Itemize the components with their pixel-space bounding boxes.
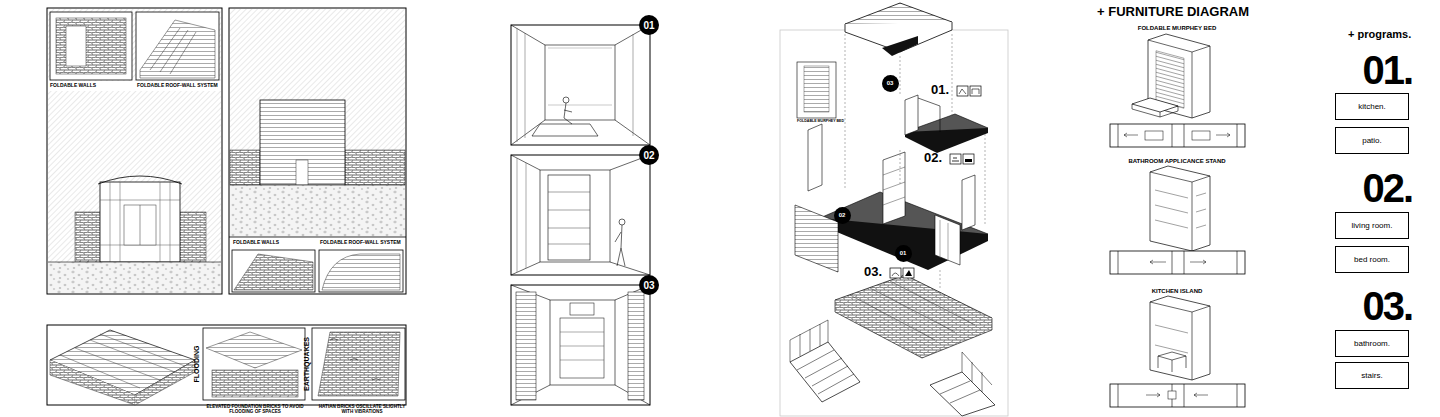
image-caption: FOLDABLE ROOF-WALL SYSTEM [320,240,401,245]
big-number: 02. [1362,168,1412,208]
note-caption: ELEVATED FOUNDATION BRICKS TO AVOID FLOO… [205,405,305,415]
inset-caption: FOLDABLE MURPHEY BED [797,120,844,124]
program-box: patio. [1335,127,1409,154]
image-caption: FOLDABLE WALLS [233,240,279,245]
program-text: stairs. [1361,371,1382,380]
callout-text: 03 [643,280,654,291]
callout-text: 03 [887,80,894,86]
vertical-label: EARTHQUAKES [303,337,310,391]
program-number: 02. [924,151,942,165]
big-number: 01. [1362,50,1412,90]
big-number: 03. [1362,286,1412,326]
callout-text: 01 [900,250,907,256]
callout-number: 02 [834,207,851,224]
furniture-caption: FOLDABLE MURPHEY BED [1138,25,1217,31]
callout-text: 01 [643,20,654,31]
program-text: living room. [1352,221,1393,230]
program-box: kitchen. [1335,93,1409,120]
callout-number: 03 [639,275,659,295]
furniture-caption: BATHROOM APPLICANCE STAND [1128,158,1225,164]
image-caption: FOLDABLE WALLS [50,83,96,88]
section-heading: + programs. [1348,29,1411,41]
program-number: 01. [931,83,949,97]
callout-number: 01 [895,245,912,262]
note-caption: HATIAN BRICKS OSCILLATE SLIGHTLY WITH VI… [314,405,410,415]
furniture-caption: KITCHEN ISLAND [1152,288,1203,294]
callout-number: 03 [882,75,899,92]
callout-number: 01 [639,15,659,35]
vertical-label: FLOODING [193,346,200,383]
program-box: stairs. [1335,362,1409,389]
program-text: bed room. [1354,255,1390,264]
program-text: bathroom. [1354,339,1390,348]
program-box: bed room. [1335,246,1409,273]
program-text: kitchen. [1358,102,1386,111]
program-number: 03. [864,265,882,279]
section-heading: + FURNITURE DIAGRAM [1097,5,1249,19]
callout-number: 02 [639,145,659,165]
program-text: patio. [1362,136,1382,145]
image-caption: FOLDABLE ROOF-WALL SYSTEM [137,83,218,88]
program-box: living room. [1335,212,1409,239]
callout-text: 02 [643,150,654,161]
program-box: bathroom. [1335,330,1409,357]
callout-text: 02 [839,212,846,218]
